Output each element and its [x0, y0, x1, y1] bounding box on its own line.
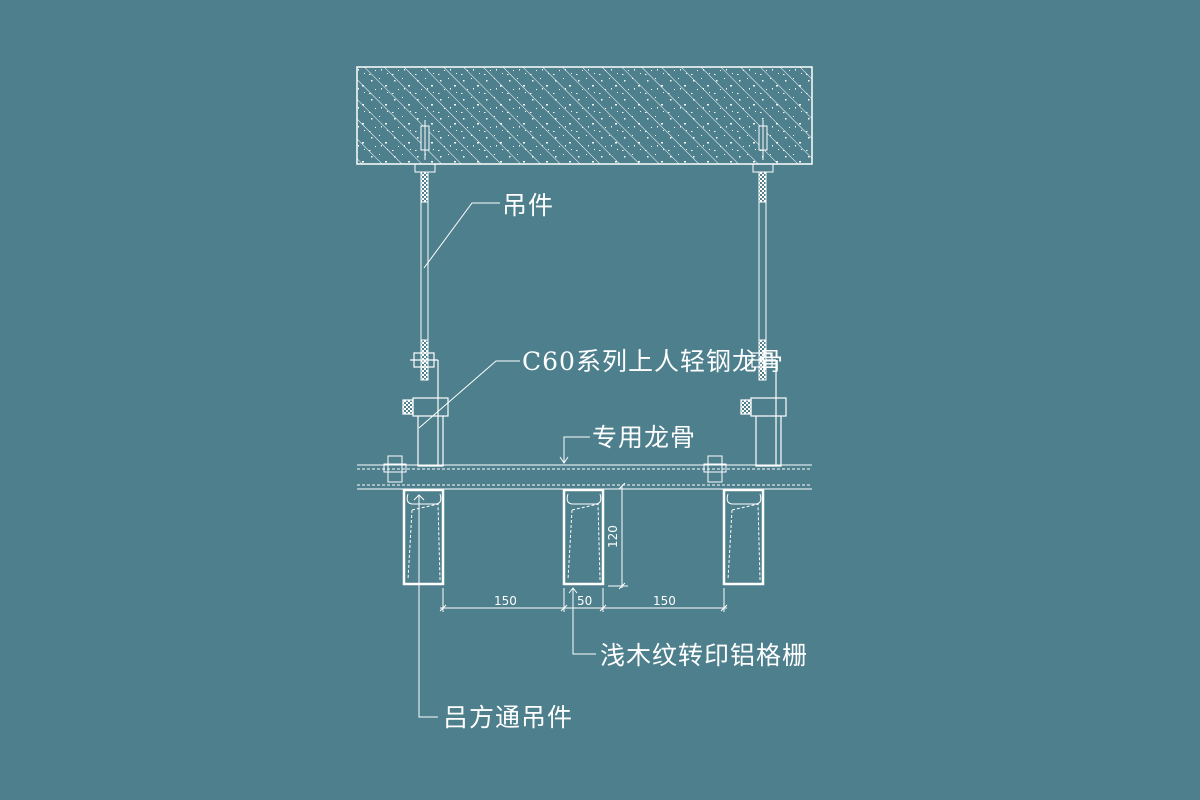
special-keel-rail — [357, 455, 812, 490]
dimension-gap-right: 150 — [653, 594, 676, 608]
label-grille: 浅木纹转印铝格栅 — [600, 641, 809, 670]
dimension-lines — [439, 482, 728, 612]
label-square-tube-hanger: 吕方通吊件 — [443, 703, 574, 732]
c60-keel-left — [402, 352, 449, 467]
label-c60-keel: C60系列上人轻钢龙骨 — [522, 347, 784, 376]
anchor-bolt-right — [752, 120, 774, 173]
leader-lines — [413, 202, 596, 718]
grille-1 — [402, 488, 445, 586]
label-hanger: 吊件 — [502, 191, 555, 220]
dimension-gap-left: 150 — [494, 594, 517, 608]
grille-2 — [562, 488, 605, 586]
c60-keel-right — [740, 352, 787, 467]
concrete-slab — [356, 66, 813, 165]
label-special-keel: 专用龙骨 — [592, 423, 697, 452]
dimension-grille-height: 120 — [606, 525, 620, 548]
dimension-grille-width: 50 — [577, 594, 593, 608]
grille-3 — [722, 488, 765, 586]
threaded-rod-left — [420, 171, 429, 381]
